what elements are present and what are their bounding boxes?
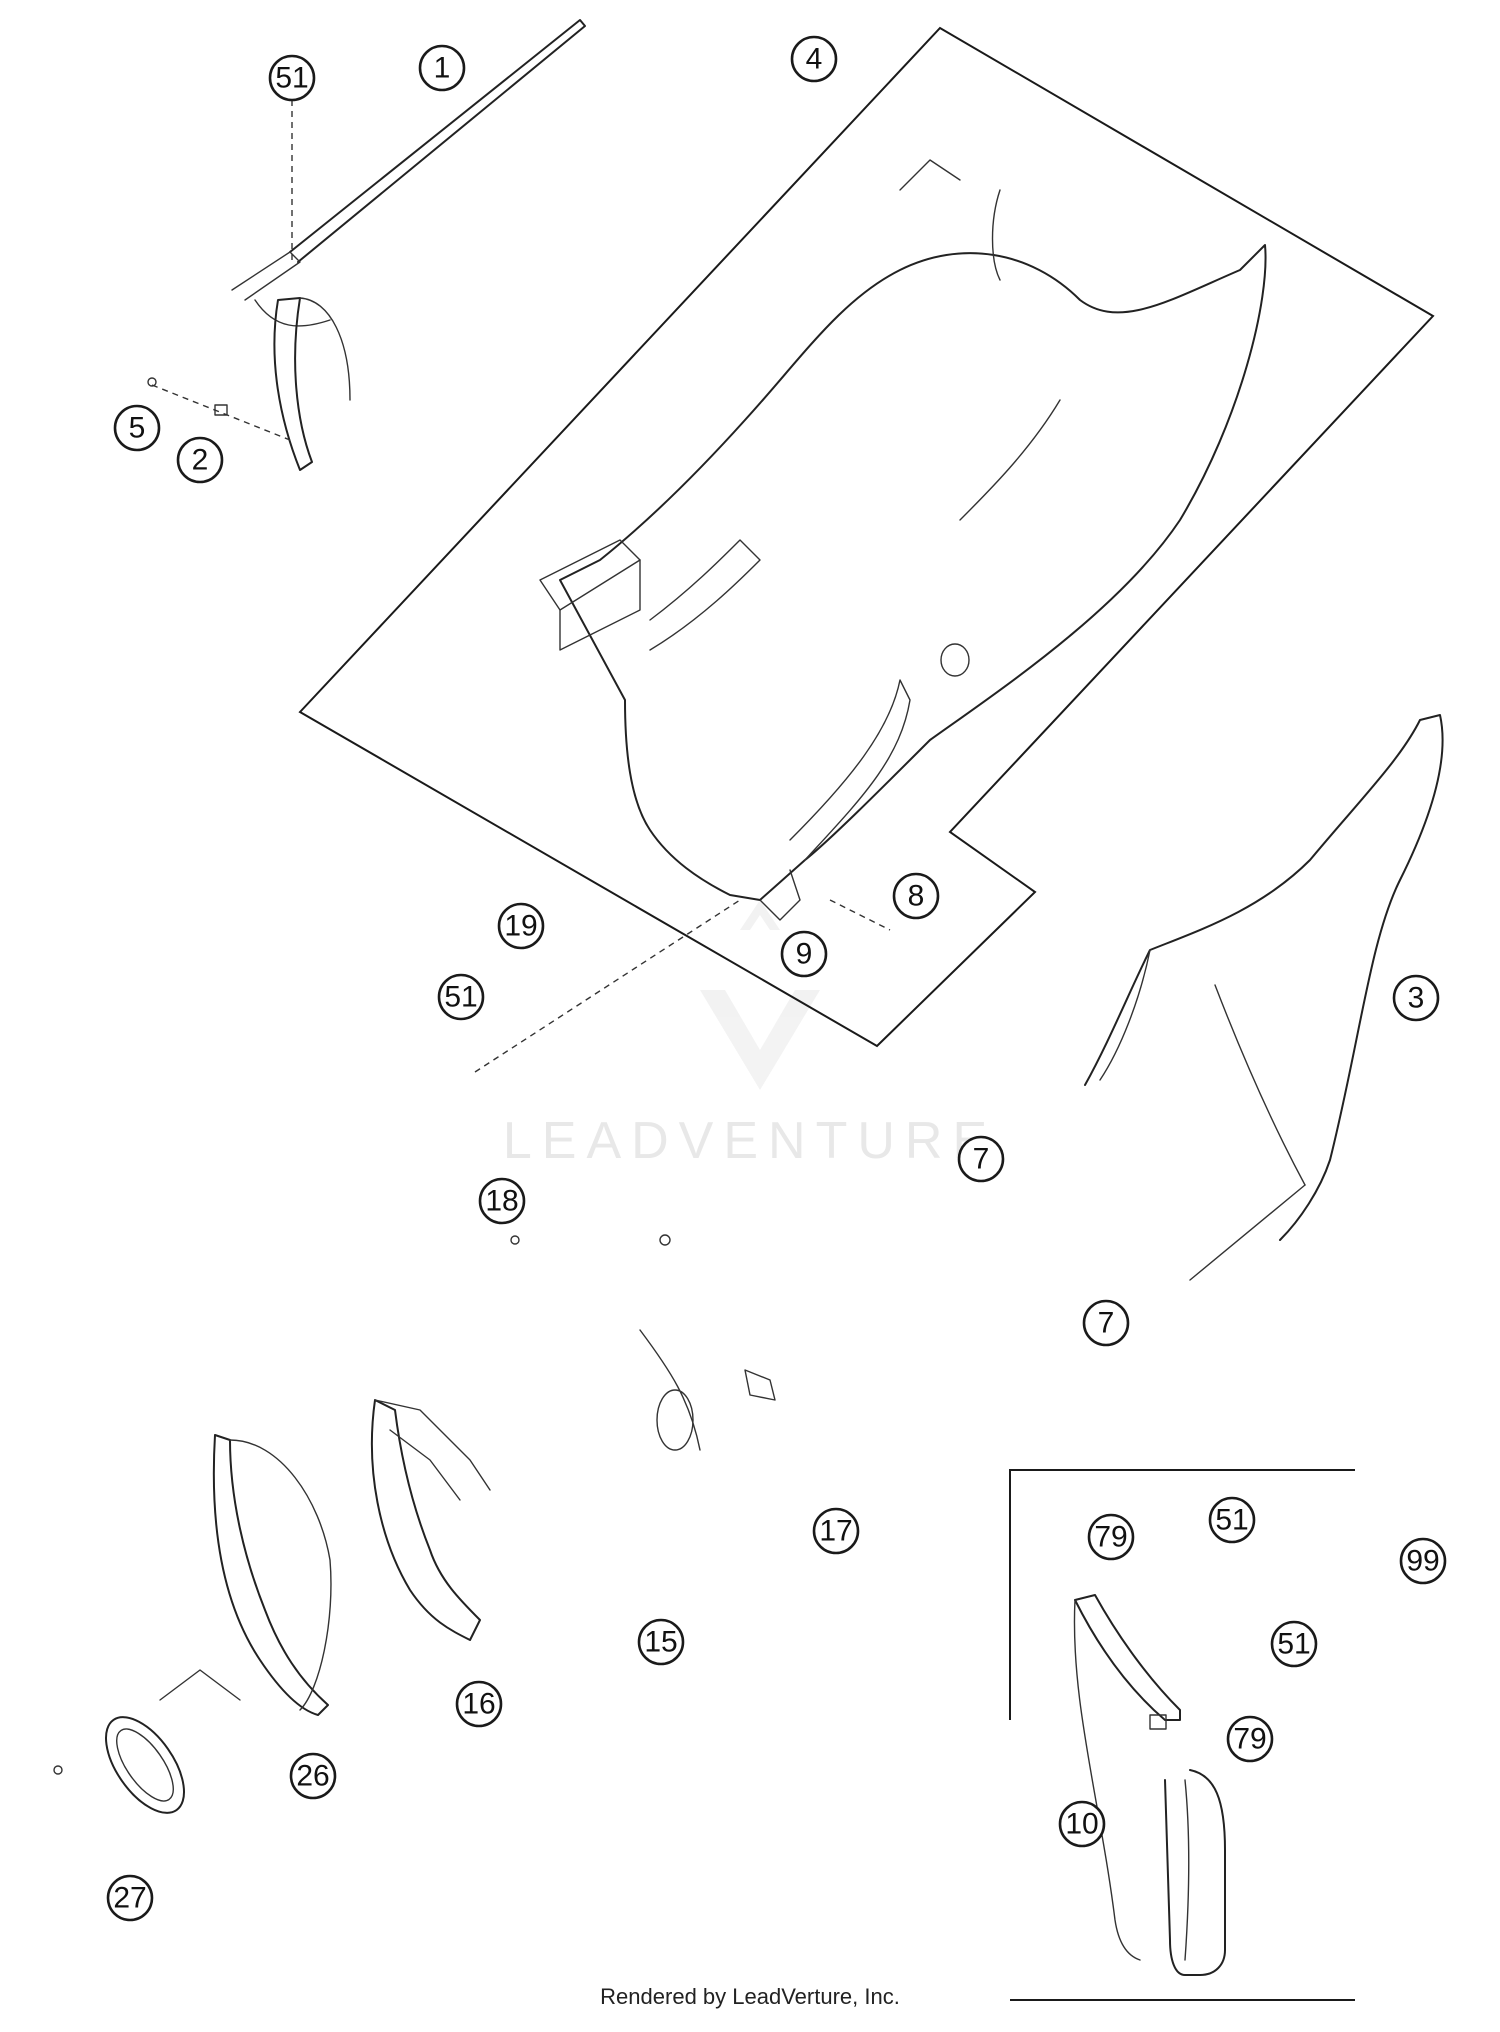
watermark-logo <box>700 900 820 1090</box>
svg-text:99: 99 <box>1406 1545 1439 1578</box>
callout-17: 17 <box>812 1507 860 1555</box>
callout-26: 26 <box>289 1752 337 1800</box>
callout-51-top: 51 <box>268 54 316 102</box>
svg-text:51: 51 <box>1215 1504 1248 1537</box>
part-4-rear-fender <box>539 159 1267 921</box>
leader-19-51 <box>474 899 741 1073</box>
svg-text:79: 79 <box>1094 1521 1127 1554</box>
svg-text:19: 19 <box>504 910 537 943</box>
callout-99: 99 <box>1399 1537 1447 1585</box>
footer-credit: Rendered by LeadVerture, Inc. <box>600 1984 900 2009</box>
part-26-filter-frame <box>159 1434 332 1716</box>
callout-7-lower: 7 <box>1082 1299 1130 1347</box>
part-18-screw <box>510 1234 671 1246</box>
svg-text:51: 51 <box>1277 1628 1310 1661</box>
svg-text:1: 1 <box>434 52 451 85</box>
svg-text:79: 79 <box>1233 1723 1266 1756</box>
callout-51-inset-lower: 51 <box>1270 1620 1318 1668</box>
callout-27: 27 <box>106 1874 154 1922</box>
svg-text:7: 7 <box>1098 1307 1115 1340</box>
leader-8-9 <box>829 899 891 931</box>
svg-text:3: 3 <box>1408 982 1425 1015</box>
callout-16: 16 <box>455 1680 503 1728</box>
svg-text:2: 2 <box>192 444 209 477</box>
callout-4: 4 <box>790 35 838 83</box>
callout-9: 9 <box>780 930 828 978</box>
svg-text:9: 9 <box>796 938 813 971</box>
assembly-outline-4 <box>298 26 1435 1048</box>
callout-3: 3 <box>1392 974 1440 1022</box>
part-17-mount <box>639 1329 776 1451</box>
callout-18: 18 <box>478 1177 526 1225</box>
callout-5: 5 <box>113 404 161 452</box>
callout-10: 10 <box>1058 1800 1106 1848</box>
callout-51-inset-upper: 51 <box>1208 1496 1256 1544</box>
part-1-rail <box>231 19 586 327</box>
svg-text:8: 8 <box>908 880 925 913</box>
part-2-bracket <box>147 297 351 471</box>
svg-text:16: 16 <box>462 1688 495 1721</box>
svg-text:15: 15 <box>644 1626 677 1659</box>
svg-text:26: 26 <box>296 1760 329 1793</box>
callout-19: 19 <box>497 902 545 950</box>
svg-text:51: 51 <box>444 981 477 1014</box>
part-3-side-panel <box>1084 714 1444 1281</box>
callout-7-upper: 7 <box>957 1135 1005 1183</box>
svg-text:4: 4 <box>806 43 823 76</box>
svg-text:5: 5 <box>129 412 146 445</box>
callout-79-upper: 79 <box>1087 1513 1135 1561</box>
svg-text:51: 51 <box>275 62 308 95</box>
callout-8: 8 <box>892 872 940 920</box>
svg-text:17: 17 <box>819 1515 852 1548</box>
callout-1: 1 <box>418 44 466 92</box>
callout-2: 2 <box>176 436 224 484</box>
part-27-filter-element <box>53 1716 186 1814</box>
svg-text:27: 27 <box>113 1882 146 1915</box>
svg-text:7: 7 <box>973 1143 990 1176</box>
watermark-text: LEADVENTURE <box>503 1112 997 1170</box>
part-16-airbox-cover <box>370 1399 491 1641</box>
inset-frame <box>1009 1469 1355 1720</box>
svg-text:18: 18 <box>485 1185 518 1218</box>
svg-text:10: 10 <box>1065 1808 1098 1841</box>
part-10-number-plate <box>1073 1594 1226 1976</box>
callout-51-mid: 51 <box>437 973 485 1021</box>
callout-79-lower: 79 <box>1226 1715 1274 1763</box>
callout-15: 15 <box>637 1618 685 1666</box>
